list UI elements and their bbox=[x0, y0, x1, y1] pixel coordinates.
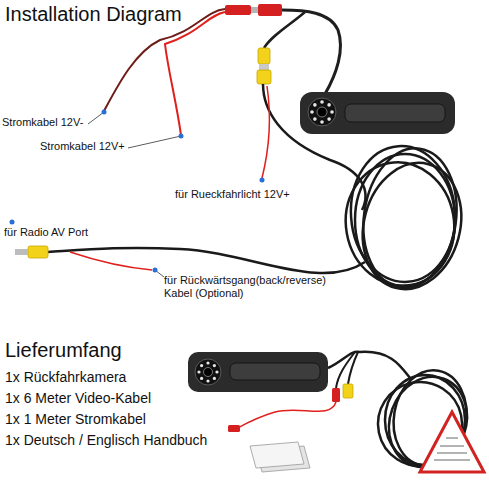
led bbox=[213, 377, 216, 380]
led bbox=[320, 120, 324, 124]
power-plug-tip bbox=[251, 7, 258, 13]
section-heading: Lieferumfang bbox=[5, 338, 122, 362]
contents-item: 1x Rückfahrkamera bbox=[5, 369, 126, 386]
power-wire-positive bbox=[165, 12, 225, 135]
marker-dot bbox=[153, 268, 158, 273]
led bbox=[215, 370, 218, 373]
led bbox=[213, 364, 216, 367]
camera-lens bbox=[204, 368, 213, 377]
video-cable bbox=[48, 248, 365, 273]
power-wire-positive bbox=[238, 402, 336, 428]
contents-item: 1x 6 Meter Video-Kabel bbox=[5, 390, 151, 407]
led bbox=[200, 364, 203, 367]
reverse-light-wire bbox=[262, 86, 269, 178]
wire-label: für Radio AV Port bbox=[4, 226, 88, 239]
led bbox=[313, 117, 317, 121]
led bbox=[310, 110, 314, 114]
led-ring bbox=[195, 359, 221, 385]
warning-triangle bbox=[420, 412, 484, 472]
led bbox=[197, 370, 200, 373]
wire-label: für Rückwärtsgang(back/reverse) Kabel (O… bbox=[164, 274, 349, 300]
rca-metal bbox=[259, 64, 269, 70]
led bbox=[327, 103, 331, 107]
marker-dot bbox=[260, 178, 265, 183]
rca-socket bbox=[258, 48, 270, 64]
reverse-trigger-wire bbox=[70, 252, 152, 270]
manual-sheet bbox=[250, 442, 304, 468]
rca-plug bbox=[257, 70, 271, 84]
led-ring bbox=[308, 98, 336, 126]
power-plug bbox=[228, 425, 240, 432]
camera-body bbox=[300, 92, 455, 134]
contents-item: 1x Deutsch / Englisch Handbuch bbox=[5, 432, 207, 449]
product-lead bbox=[348, 352, 358, 384]
warning-print bbox=[434, 438, 470, 460]
wire-label: Stromkabel 12V+ bbox=[40, 140, 125, 153]
led bbox=[320, 100, 324, 104]
power-socket bbox=[332, 388, 340, 402]
camera-handle bbox=[230, 363, 320, 380]
marker-dot bbox=[179, 134, 184, 139]
leader-line bbox=[88, 112, 104, 124]
marker-dot bbox=[102, 110, 107, 115]
led bbox=[313, 103, 317, 107]
marker-dot bbox=[10, 220, 15, 225]
led bbox=[206, 379, 209, 382]
rca-pin bbox=[15, 249, 28, 255]
wire-label: Stromkabel 12V- bbox=[2, 116, 83, 129]
camera-handle bbox=[345, 104, 445, 122]
camera-video-lead bbox=[264, 12, 305, 48]
power-plug bbox=[225, 5, 251, 15]
led bbox=[330, 110, 334, 114]
camera-lens bbox=[317, 107, 327, 117]
rca-socket bbox=[343, 384, 353, 398]
cable-coil bbox=[349, 152, 475, 300]
led bbox=[327, 117, 331, 121]
led bbox=[200, 377, 203, 380]
led bbox=[206, 361, 209, 364]
camera-body bbox=[188, 352, 328, 392]
diagram-title: Installation Diagram bbox=[5, 2, 182, 26]
rca-plug bbox=[28, 246, 48, 258]
wire-label: für Rueckfahrlicht 12V+ bbox=[175, 188, 290, 201]
power-socket bbox=[258, 4, 282, 16]
contents-item: 1x 1 Meter Stromkabel bbox=[5, 411, 146, 428]
leader-line bbox=[128, 136, 181, 148]
